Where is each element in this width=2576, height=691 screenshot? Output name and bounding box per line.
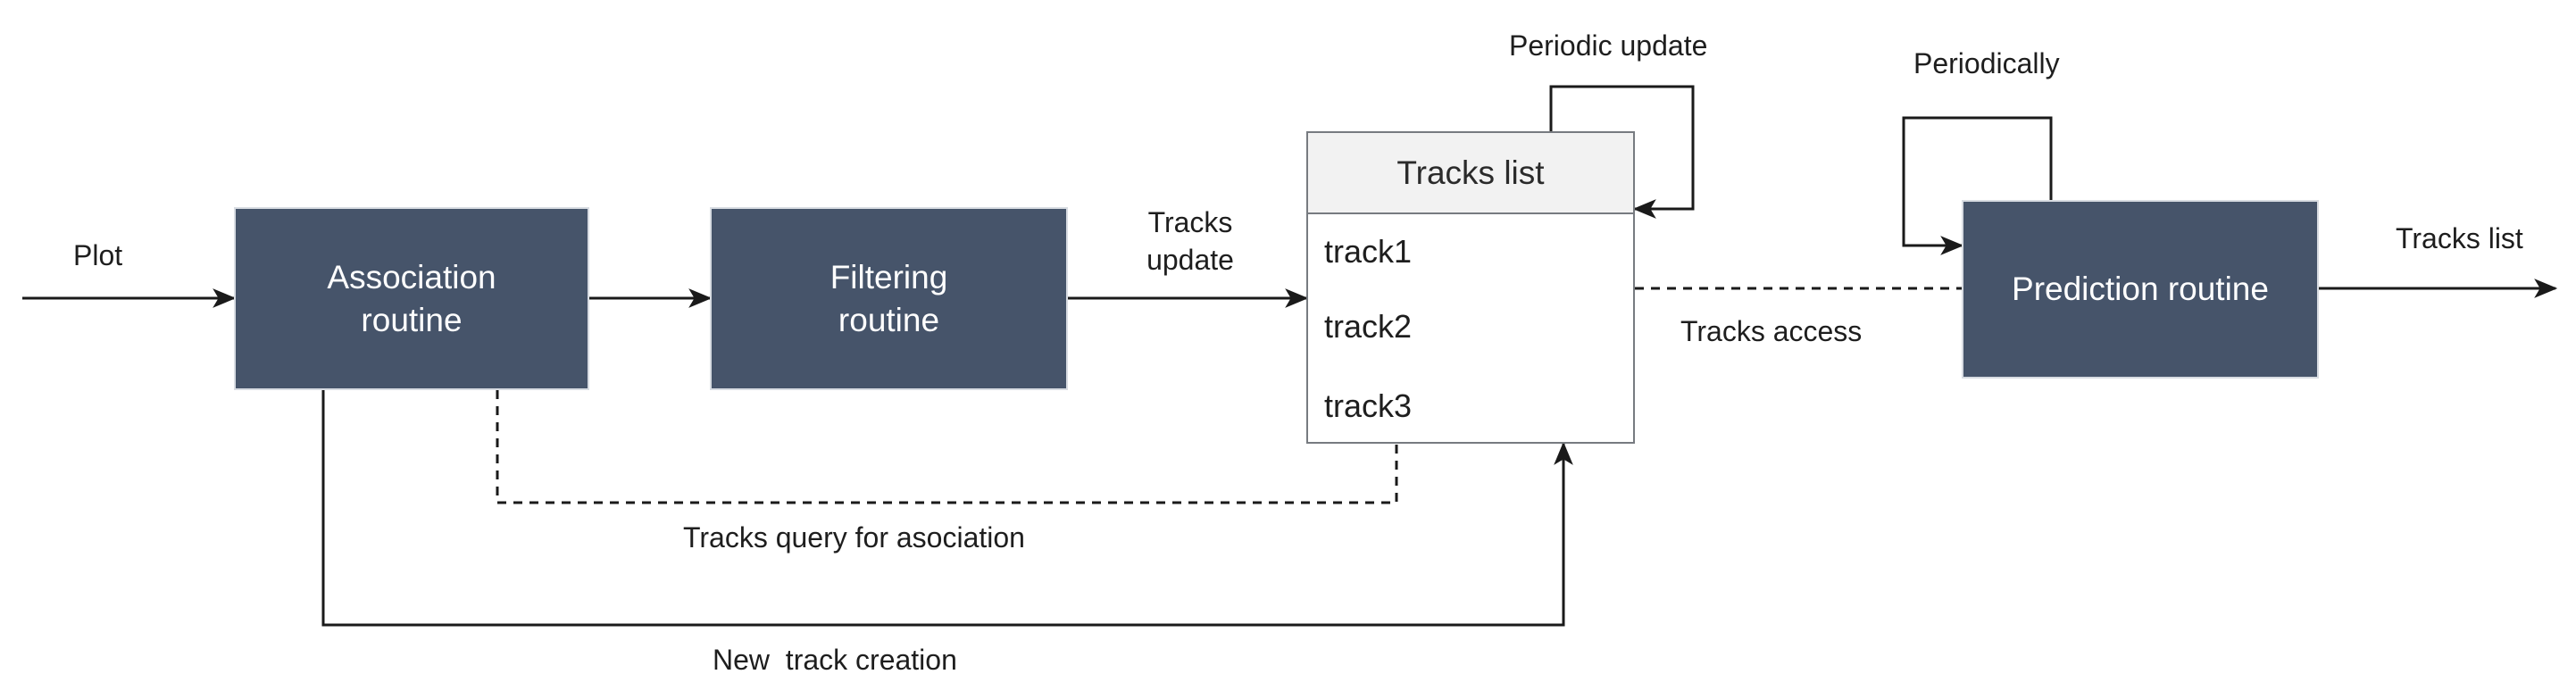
label-tracks-access: Tracks access: [1680, 315, 1863, 347]
association-routine-label: Association routine: [327, 258, 496, 338]
tracks-list-title: Tracks list: [1308, 133, 1633, 214]
arrow-periodically-loop: [1902, 116, 2053, 255]
label-tracks-list-output: Tracks list: [2396, 222, 2523, 254]
filtering-routine-node[interactable]: Filtering routine: [710, 207, 1068, 390]
filtering-routine-label: Filtering routine: [829, 258, 948, 338]
tracks-list-item-2[interactable]: track2: [1324, 308, 1413, 345]
label-periodically: Periodically: [1913, 47, 2060, 79]
prediction-routine-node[interactable]: Prediction routine: [1962, 200, 2319, 379]
label-tracks-update: Tracks update: [1146, 206, 1234, 276]
tracks-list-item-3[interactable]: track3: [1324, 387, 1413, 424]
label-plot: Plot: [73, 239, 123, 271]
dashed-tracks-query: [496, 390, 1398, 504]
tracks-list-item-1[interactable]: track1: [1324, 233, 1413, 270]
arrow-new-track-creation: [321, 390, 1573, 627]
label-tracks-query: Tracks query for asociation: [683, 521, 1025, 554]
association-routine-node[interactable]: Association routine: [234, 207, 589, 390]
label-new-track-creation: New track creation: [713, 644, 957, 676]
tracks-list-node[interactable]: Tracks list track1 track2 track3: [1306, 131, 1635, 444]
prediction-routine-label: Prediction routine: [2012, 271, 2269, 307]
label-periodic-update: Periodic update: [1509, 29, 1708, 62]
arrow-periodic-update-loop: [1549, 85, 1695, 219]
